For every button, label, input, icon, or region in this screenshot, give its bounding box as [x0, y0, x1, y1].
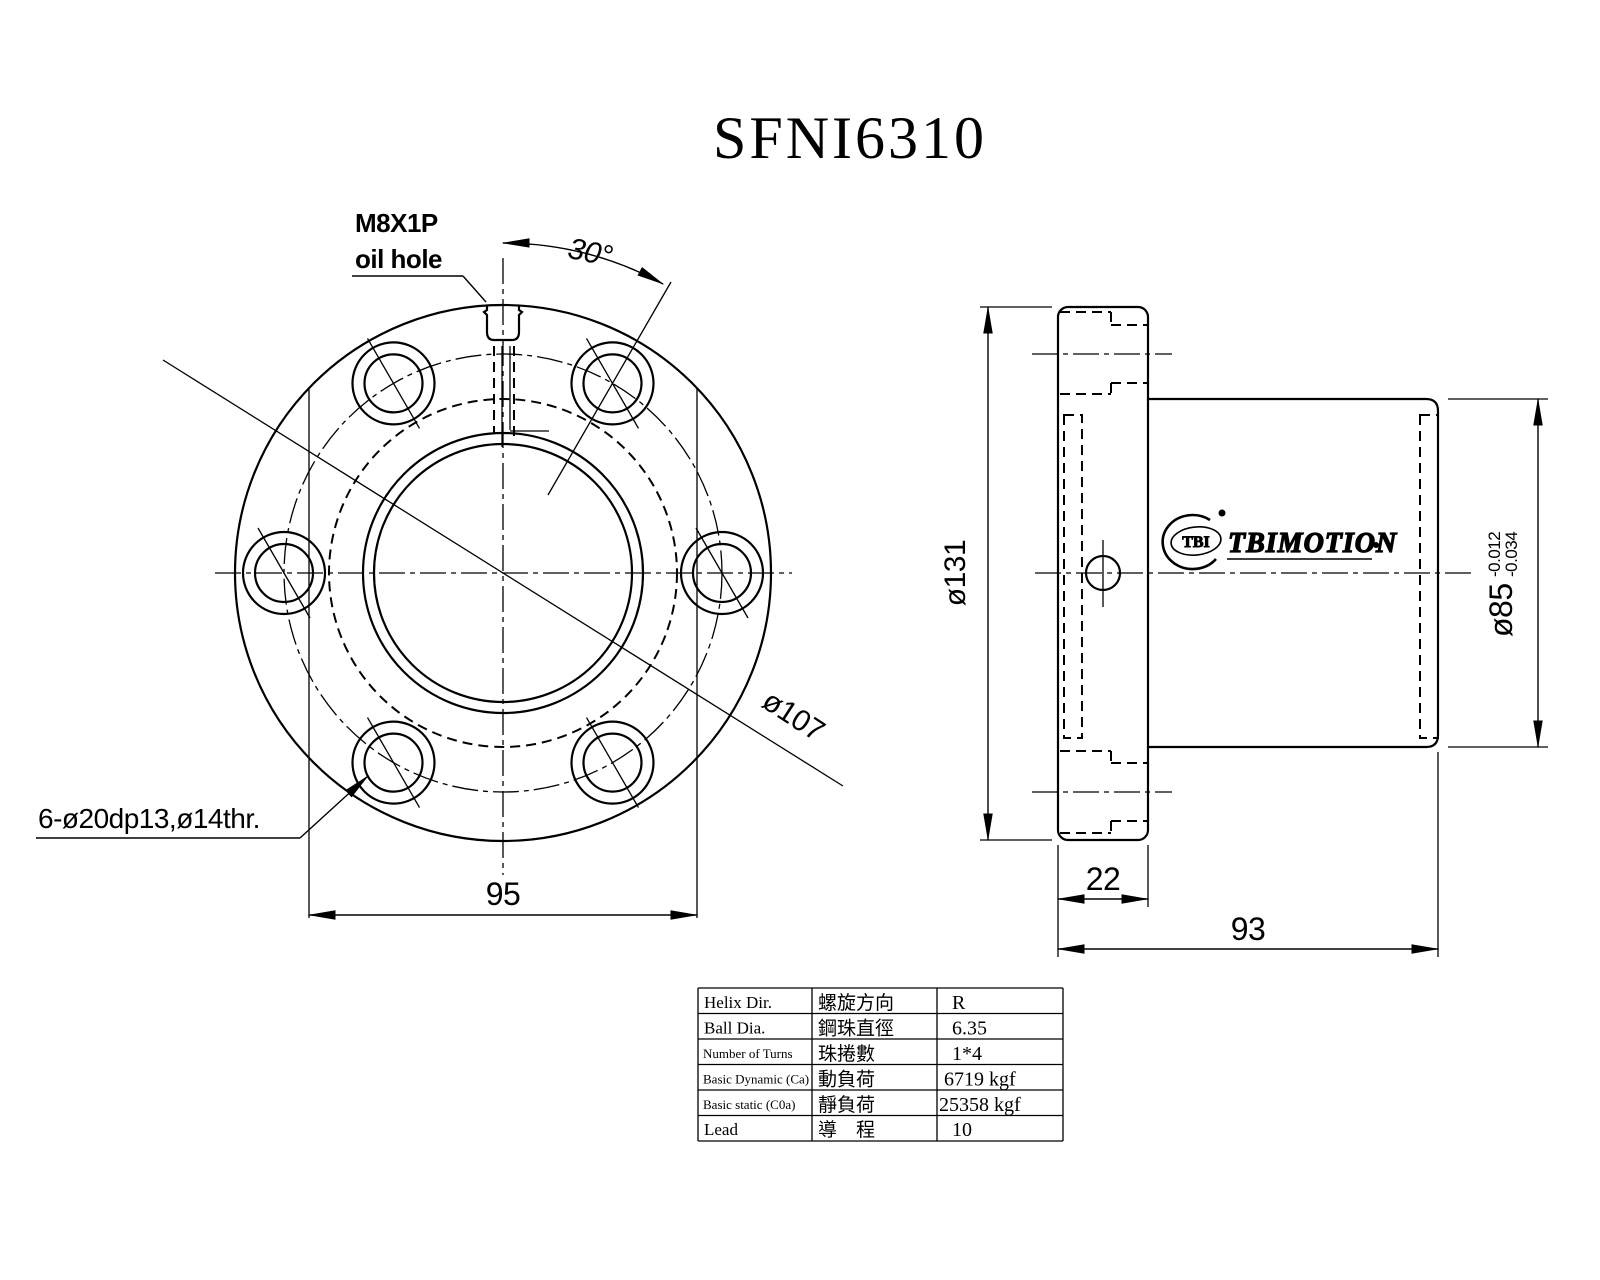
logo-c-dot [1218, 509, 1226, 517]
spec-value: 10 [952, 1119, 972, 1141]
side-bolt-hole-top [1032, 311, 1172, 395]
flange-width-text: 22 [1086, 861, 1121, 897]
logo-c-mark [1161, 513, 1217, 571]
bolt-hole-120deg [351, 338, 436, 429]
angle-dim-arc [501, 238, 665, 285]
body-dia-dim: ø85 -0.012 -0.034 [1448, 397, 1548, 749]
spec-value: R [952, 992, 966, 1014]
angle-dim-text: 30° [565, 232, 615, 274]
flange-width-dim: 22 [1056, 845, 1150, 957]
spec-value: 1*4 [952, 1043, 982, 1065]
spec-row-turns: Number of Turns 珠捲數 1*4 [703, 1043, 982, 1065]
spec-zh: 螺旋方向 [818, 992, 894, 1014]
spec-zh: 珠捲數 [818, 1043, 875, 1065]
bore-circle [372, 442, 634, 704]
bolt-hole-240deg [351, 717, 436, 808]
spec-en: Ball Dia. [704, 1019, 765, 1038]
flange-dia-dim: ø131 [939, 305, 1052, 842]
bolt-hole-180deg [241, 527, 327, 619]
drawing-title: SFNI6310 [713, 105, 987, 171]
spec-row-ball-dia: Ball Dia. 鋼珠直徑 6.35 [704, 1018, 987, 1040]
side-bolt-hole-bottom [1032, 750, 1172, 834]
oil-hole-callout: M8X1P oil hole [352, 208, 487, 303]
spec-value: 6.35 [952, 1018, 987, 1040]
length-dim-text: 93 [1231, 911, 1266, 947]
spec-en: Number of Turns [703, 1046, 793, 1061]
oil-hole-spec-text: M8X1P [355, 208, 438, 238]
logo-name-text: TBIMOTION [1228, 528, 1398, 559]
body-hidden-circle [328, 398, 678, 748]
spec-en: Basic Dynamic (Ca) [703, 1072, 809, 1087]
spec-table: Helix Dir. 螺旋方向 R Ball Dia. 鋼珠直徑 6.35 Nu… [697, 987, 1064, 1142]
bolt-hole-300deg [570, 717, 655, 808]
logo-abbr-text: TBI [1182, 534, 1210, 551]
flange-section [1056, 305, 1150, 842]
bolt-hole-0deg [679, 527, 765, 619]
length-dim: 93 [1056, 752, 1440, 957]
spec-en: Lead [704, 1120, 738, 1139]
spec-zh: 動負荷 [818, 1069, 875, 1091]
spec-zh: 鋼珠直徑 [818, 1018, 894, 1040]
spec-row-helix: Helix Dir. 螺旋方向 R [704, 992, 966, 1014]
body-dia-tol-lower-text: -0.034 [1502, 532, 1521, 577]
flange-outer-circle [233, 303, 773, 843]
bolt-hole-note-callout: 6-ø20dp13,ø14thr. [36, 775, 370, 839]
bolt-hole-note-text: 6-ø20dp13,ø14thr. [38, 803, 260, 834]
tbimotion-logo: TBI TBIMOTION [1161, 509, 1398, 571]
spec-row-dynamic-load: Basic Dynamic (Ca) 動負荷 6719 kgf [703, 1069, 1016, 1091]
flange-hidden-slot [1063, 414, 1083, 739]
bolt-hole-60deg [570, 338, 655, 429]
body-dia-text: ø85 [1483, 583, 1519, 637]
body-dia-tol-upper-text: -0.012 [1485, 532, 1504, 577]
spec-zh: 靜負荷 [818, 1094, 875, 1116]
front-view: 30° ø107 M8X1P oil hole 6-ø20dp13,ø14thr… [36, 208, 844, 920]
flange-dia-text: ø131 [939, 540, 972, 606]
oil-hole-label-text: oil hole [355, 244, 442, 274]
bore-chamfer-circle [361, 431, 645, 715]
sixty-degree-radial-line [547, 281, 672, 496]
spec-en: Basic static (C0a) [703, 1097, 795, 1112]
side-oil-hole [1084, 540, 1122, 607]
spec-table-grid [697, 987, 1064, 1142]
logo-r-dot [1373, 542, 1379, 548]
body-end-hidden-slot [1419, 414, 1439, 739]
spec-value: 25358 kgf [939, 1094, 1021, 1116]
spec-value: 6719 kgf [944, 1069, 1016, 1091]
spec-row-static-load: Basic static (C0a) 靜負荷 25358 kgf [703, 1094, 1021, 1116]
spec-zh: 導 程 [818, 1119, 875, 1141]
bolt-circle-dia-line [162, 359, 844, 787]
side-view: ø131 ø85 -0.012 -0.034 22 93 [939, 305, 1548, 957]
spec-en: Helix Dir. [704, 993, 772, 1012]
width-dim-text: 95 [486, 876, 521, 912]
spec-row-lead: Lead 導 程 10 [704, 1119, 972, 1141]
oil-hole-slot [482, 306, 549, 447]
logo-ellipse [1170, 526, 1222, 556]
